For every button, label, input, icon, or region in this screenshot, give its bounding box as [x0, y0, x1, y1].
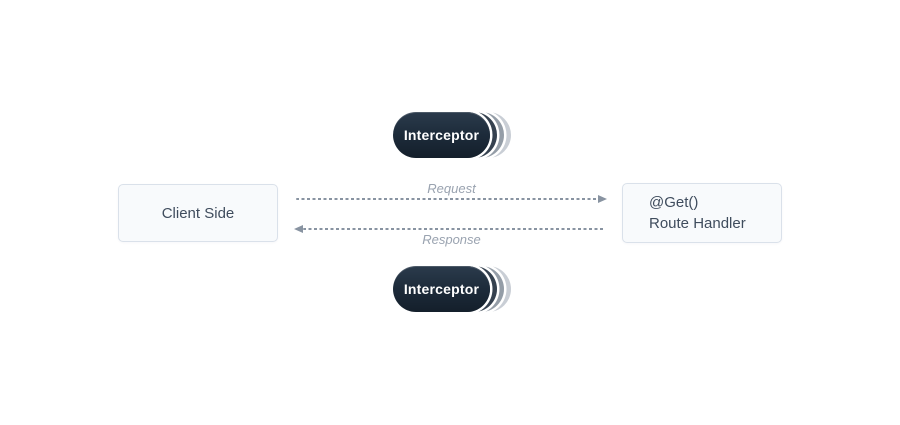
client-side-box: Client Side — [118, 184, 278, 242]
client-side-label: Client Side — [161, 204, 235, 222]
interceptor-top-stack: Interceptor — [393, 112, 518, 158]
route-handler-box: @Get() Route Handler — [622, 183, 782, 243]
response-label: Response — [422, 232, 481, 247]
request-arrowhead-icon — [598, 195, 607, 203]
request-label: Request — [427, 181, 476, 196]
request-dashed-line — [296, 198, 598, 200]
interceptor-bottom-label: Interceptor — [403, 281, 480, 297]
response-dashed-line — [303, 228, 605, 230]
interceptor-top-pill: Interceptor — [393, 112, 490, 158]
response-arrowhead-icon — [294, 225, 303, 233]
response-arrow — [294, 224, 607, 234]
request-arrow — [294, 194, 607, 204]
route-handler-label: Route Handler — [649, 215, 746, 232]
get-decorator-label: @Get() — [649, 194, 699, 211]
interceptor-bottom-stack: Interceptor — [393, 266, 518, 312]
interceptor-top-label: Interceptor — [403, 127, 480, 143]
interceptor-bottom-pill: Interceptor — [393, 266, 490, 312]
